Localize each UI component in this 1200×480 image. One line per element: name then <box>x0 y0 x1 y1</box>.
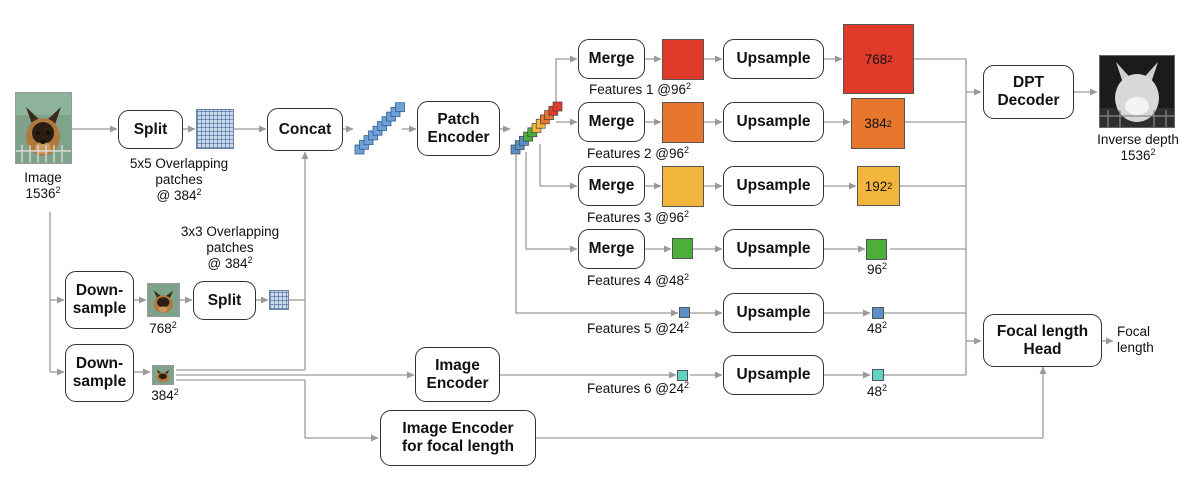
downsample-2-box[interactable]: Down- sample <box>65 344 134 402</box>
upsample-1-box[interactable]: Upsample <box>723 39 824 79</box>
inverse-depth-label: Inverse depth 15362 <box>1097 132 1179 163</box>
features-5-label: Features 5 @242 <box>587 320 690 337</box>
concat-box[interactable]: Concat <box>267 108 343 151</box>
split-top-box[interactable]: Split <box>118 110 183 149</box>
patches-3x3-label: 3x3 Overlapping patches @ 3842 <box>180 224 280 271</box>
focal-length-output-label: Focal length <box>1117 324 1154 355</box>
upsample-4-box[interactable]: Upsample <box>723 229 824 269</box>
feature-4-square <box>672 238 693 259</box>
output-6-square <box>872 369 884 381</box>
feature-5-square <box>679 307 690 318</box>
encoded-feature-tokens <box>510 101 563 155</box>
upsample-2-box[interactable]: Upsample <box>723 102 824 142</box>
feature-1-square <box>662 39 704 80</box>
image-encoder-focal-box[interactable]: Image Encoder for focal length <box>380 410 536 466</box>
concat-patch-tokens <box>354 102 405 155</box>
input-image-dog <box>15 92 72 164</box>
feature-6-square <box>677 370 688 381</box>
patch-encoder-box[interactable]: Patch Encoder <box>417 101 500 156</box>
merge-1-box[interactable]: Merge <box>578 39 645 79</box>
downsampled-image-768 <box>147 283 180 317</box>
image-encoder-box[interactable]: Image Encoder <box>415 347 500 402</box>
features-2-label: Features 2 @962 <box>587 145 690 162</box>
dog-photo-small-icon <box>148 284 179 316</box>
downsampled-768-label: 7682 <box>149 320 177 337</box>
output-6-label: 482 <box>866 383 888 400</box>
features-6-label: Features 6 @242 <box>587 380 690 397</box>
feature-2-square <box>662 102 704 143</box>
merge-4-box[interactable]: Merge <box>578 229 645 269</box>
dog-photo-icon <box>16 93 71 163</box>
input-image-label: Image 15362 <box>24 170 62 201</box>
dpt-decoder-box[interactable]: DPT Decoder <box>983 65 1074 119</box>
downsampled-384-label: 3842 <box>151 387 179 404</box>
patches-5x5-label: 5x5 Overlapping patches @ 3842 <box>129 156 229 203</box>
output-5-label: 482 <box>866 320 888 337</box>
encoded-token <box>552 101 563 112</box>
depth-map-icon <box>1100 56 1174 127</box>
inverse-depth-image <box>1099 55 1175 128</box>
upsample-5-box[interactable]: Upsample <box>723 293 824 333</box>
output-5-square <box>872 307 884 319</box>
feature-3-square <box>662 166 704 207</box>
merge-3-box[interactable]: Merge <box>578 166 645 206</box>
dog-photo-tiny-icon <box>153 366 173 384</box>
downsampled-image-384 <box>152 365 174 385</box>
patch-grid-5x5-icon <box>196 109 234 149</box>
focal-length-head-box[interactable]: Focal length Head <box>983 314 1102 367</box>
features-4-label: Features 4 @482 <box>587 272 690 289</box>
merge-2-box[interactable]: Merge <box>578 102 645 142</box>
patch-token <box>395 102 405 113</box>
split-bottom-box[interactable]: Split <box>193 281 256 320</box>
patch-grid-3x3-icon <box>269 290 289 310</box>
output-4-label: 962 <box>866 261 888 278</box>
output-4-square <box>866 239 887 260</box>
upsample-6-box[interactable]: Upsample <box>723 355 824 395</box>
downsample-1-box[interactable]: Down- sample <box>65 271 134 329</box>
features-1-label: Features 1 @962 <box>589 81 692 98</box>
features-3-label: Features 3 @962 <box>587 209 690 226</box>
upsample-3-box[interactable]: Upsample <box>723 166 824 206</box>
